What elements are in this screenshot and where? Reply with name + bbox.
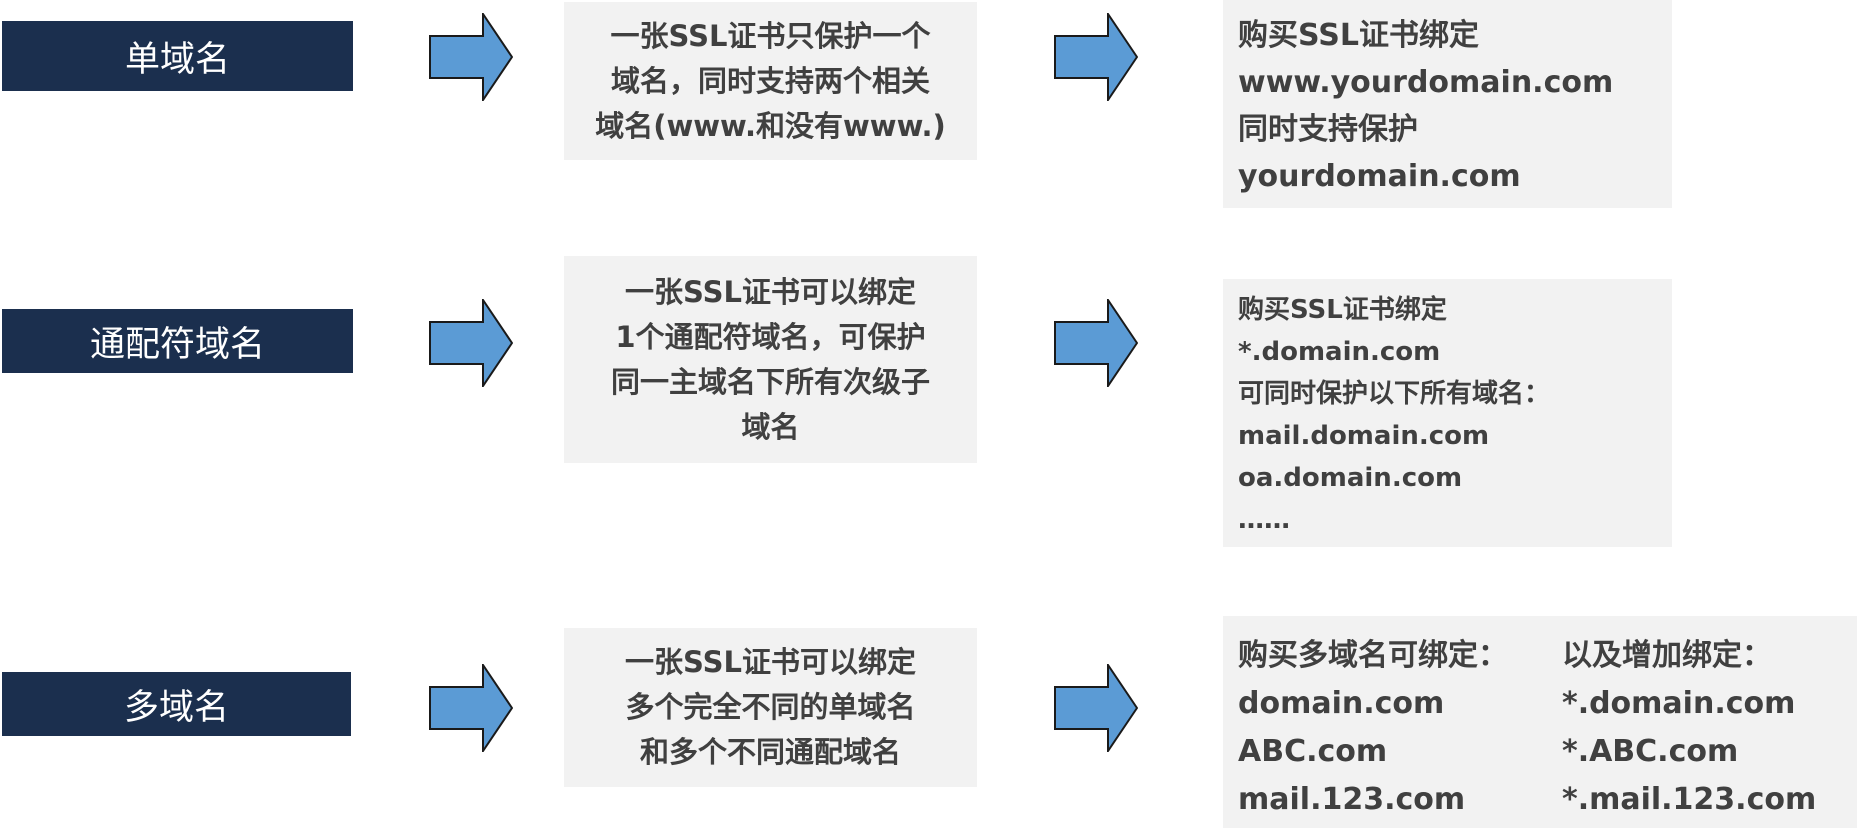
desc-line: 一张SSL证书可以绑定 bbox=[625, 645, 916, 679]
label-wildcard-domain: 通配符域名 bbox=[2, 309, 353, 373]
label-single-domain: 单域名 bbox=[2, 21, 353, 91]
example-line: *.ABC.com bbox=[1562, 734, 1739, 769]
example-line: mail.123.com bbox=[1238, 782, 1466, 817]
example-column-left: 购买多域名可绑定： domain.com ABC.com mail.123.co… bbox=[1238, 632, 1562, 828]
example-multi-domain: 购买多域名可绑定： domain.com ABC.com mail.123.co… bbox=[1223, 616, 1857, 828]
example-line: www.yourdomain.com bbox=[1238, 65, 1614, 100]
example-line: *.mail.123.com bbox=[1562, 782, 1817, 817]
example-single-domain: 购买SSL证书绑定 www.yourdomain.com 同时支持保护 your… bbox=[1223, 0, 1672, 208]
example-line: *.domain.com bbox=[1562, 686, 1796, 721]
desc-line: 多个完全不同的单域名 bbox=[625, 690, 916, 724]
label-text: 单域名 bbox=[124, 39, 230, 80]
arrow-right-icon bbox=[429, 13, 513, 101]
example-line: *.domain.com bbox=[1238, 337, 1441, 367]
label-text: 多域名 bbox=[123, 687, 229, 728]
example-line: 以及增加绑定： bbox=[1562, 638, 1772, 673]
arrow-right-icon bbox=[1054, 664, 1138, 752]
arrow-right-icon bbox=[429, 664, 513, 752]
arrow-right-icon bbox=[429, 299, 513, 387]
example-line: 购买多域名可绑定： bbox=[1238, 638, 1508, 673]
example-line: 同时支持保护 bbox=[1238, 112, 1418, 147]
label-multi-domain: 多域名 bbox=[2, 672, 351, 736]
desc-wildcard-domain: 一张SSL证书可以绑定 1个通配符域名，可保护 同一主域名下所有次级子 域名 bbox=[564, 256, 977, 463]
desc-line: 一张SSL证书只保护一个 bbox=[610, 18, 931, 53]
desc-line: 域名(www.和没有www.) bbox=[595, 108, 946, 143]
desc-line: 一张SSL证书可以绑定 bbox=[625, 274, 916, 309]
example-line: 购买SSL证书绑定 bbox=[1238, 18, 1479, 53]
desc-line: 1个通配符域名，可保护 bbox=[615, 319, 926, 354]
arrow-right-icon bbox=[1054, 299, 1138, 387]
example-column-right: 以及增加绑定： *.domain.com *.ABC.com *.mail.12… bbox=[1562, 632, 1816, 828]
desc-line: 域名，同时支持两个相关 bbox=[610, 63, 930, 98]
example-line: 购买SSL证书绑定 bbox=[1238, 295, 1447, 325]
example-line: mail.domain.com bbox=[1238, 421, 1490, 451]
label-text: 通配符域名 bbox=[89, 324, 265, 365]
example-line: domain.com bbox=[1238, 686, 1445, 721]
example-wildcard-domain: 购买SSL证书绑定 *.domain.com 可同时保护以下所有域名： mail… bbox=[1223, 279, 1672, 547]
desc-multi-domain: 一张SSL证书可以绑定 多个完全不同的单域名 和多个不同通配域名 bbox=[564, 628, 977, 787]
example-line: 可同时保护以下所有域名： bbox=[1238, 379, 1551, 409]
example-line: ABC.com bbox=[1238, 734, 1388, 769]
example-line: oa.domain.com bbox=[1238, 463, 1463, 493]
desc-line: 同一主域名下所有次级子 bbox=[610, 364, 930, 399]
arrow-right-icon bbox=[1054, 13, 1138, 101]
desc-line: 域名 bbox=[741, 409, 800, 444]
example-line: …… bbox=[1238, 505, 1290, 535]
desc-line: 和多个不同通配域名 bbox=[639, 735, 901, 769]
desc-single-domain: 一张SSL证书只保护一个 域名，同时支持两个相关 域名(www.和没有www.) bbox=[564, 2, 977, 160]
example-line: yourdomain.com bbox=[1238, 159, 1521, 194]
